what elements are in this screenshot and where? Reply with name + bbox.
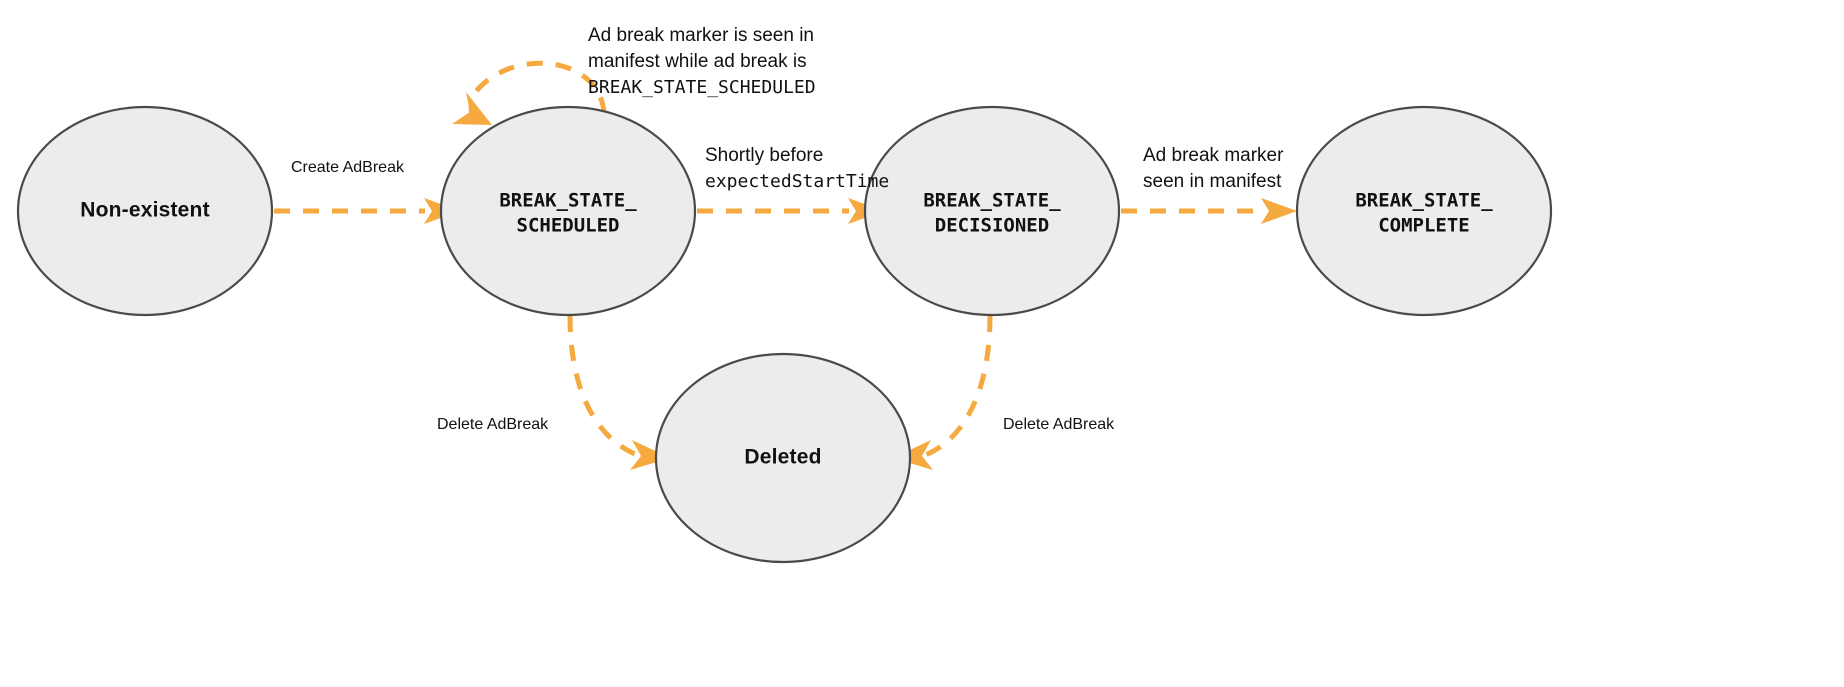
- edge-decisioned-to-complete-arrowhead: [1261, 198, 1297, 224]
- node-break-state-complete-label-line1: BREAK_STATE_: [1355, 190, 1493, 212]
- edge-label-scheduled-to-deleted: Delete AdBreak: [437, 416, 549, 433]
- edge-decisioned-to-complete: [1121, 198, 1297, 224]
- edge-label-scheduled-to-deleted-part-verb: Delete: [437, 416, 487, 433]
- node-non-existent[interactable]: Non-existent: [16, 105, 274, 317]
- edge-decisioned-to-deleted-arrowhead: [893, 440, 933, 470]
- node-break-state-scheduled-label-line2: SCHEDULED: [517, 215, 620, 237]
- edge-label-decisioned-to-deleted-part-type: AdBreak: [1053, 416, 1115, 433]
- edge-create-adbreak: [274, 198, 460, 224]
- edge-scheduled-to-deleted: [567, 315, 670, 470]
- node-deleted[interactable]: Deleted: [654, 352, 912, 564]
- edge-label-scheduled-to-decisioned-line1: Shortly before: [705, 145, 823, 166]
- edge-label-scheduled-to-decisioned-line2: expectedStartTime: [705, 171, 889, 192]
- edge-label-decisioned-to-complete-line2: seen in manifest: [1143, 171, 1282, 192]
- edge-self-loop-scheduled: [452, 60, 607, 125]
- edge-label-scheduled-to-deleted-part-type: AdBreak: [487, 416, 549, 433]
- node-break-state-complete-label-line2: COMPLETE: [1378, 215, 1470, 237]
- edge-scheduled-to-deleted-arrowhead: [630, 440, 670, 470]
- node-deleted-shape[interactable]: [654, 352, 912, 564]
- node-break-state-scheduled[interactable]: BREAK_STATE_ SCHEDULED: [439, 105, 697, 317]
- node-break-state-decisioned-label-line2: DECISIONED: [935, 215, 1049, 237]
- node-break-state-decisioned[interactable]: BREAK_STATE_ DECISIONED: [863, 105, 1121, 317]
- edge-label-decisioned-to-deleted: Delete AdBreak: [1003, 416, 1115, 433]
- node-non-existent-label: Non-existent: [80, 199, 210, 222]
- node-break-state-decisioned-shape[interactable]: [863, 105, 1121, 317]
- edge-label-self-loop-line2: manifest while ad break is: [588, 51, 807, 72]
- edge-label-decisioned-to-deleted-part-verb: Delete: [1003, 416, 1053, 433]
- edge-label-self-loop-line1: Ad break marker is seen in: [588, 25, 814, 46]
- edge-scheduled-to-decisioned: [697, 198, 884, 224]
- node-deleted-label: Deleted: [744, 446, 821, 469]
- edge-label-create-adbreak-part-type: AdBreak: [343, 159, 405, 176]
- edge-decisioned-to-deleted: [893, 315, 993, 470]
- edge-label-create-adbreak-part-verb: Create: [291, 159, 343, 176]
- node-break-state-decisioned-label-line1: BREAK_STATE_: [923, 190, 1061, 212]
- edge-label-self-loop-line3: BREAK_STATE_SCHEDULED: [588, 77, 816, 98]
- edge-label-decisioned-to-complete-line1: Ad break marker: [1143, 145, 1284, 166]
- node-non-existent-shape[interactable]: [16, 105, 274, 317]
- edge-self-loop-scheduled-arrowhead: [452, 92, 492, 125]
- node-break-state-scheduled-label-line1: BREAK_STATE_: [499, 190, 637, 212]
- node-break-state-complete-shape[interactable]: [1295, 105, 1553, 317]
- edge-label-create-adbreak: Create AdBreak: [291, 159, 405, 176]
- edge-scheduled-to-deleted-path: [567, 315, 641, 459]
- edge-decisioned-to-deleted-path: [922, 315, 993, 459]
- node-break-state-scheduled-shape[interactable]: [439, 105, 697, 317]
- node-break-state-complete[interactable]: BREAK_STATE_ COMPLETE: [1295, 105, 1553, 317]
